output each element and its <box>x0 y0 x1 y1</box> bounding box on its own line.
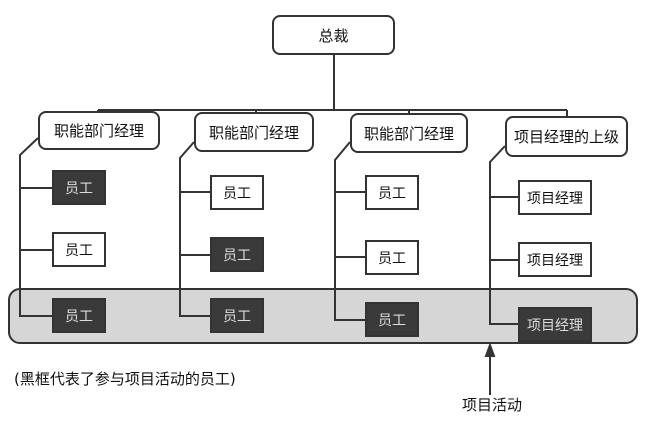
pm-superior-box: 项目经理的上级 <box>505 116 628 157</box>
manager-box: 职能部门经理 <box>38 111 160 150</box>
employee-box-project: 员工 <box>52 170 106 205</box>
legend-caption: (黑框代表了参与项目活动的员工) <box>14 370 236 388</box>
employee-box-project: 员工 <box>365 302 419 337</box>
employee-box-project: 员工 <box>52 298 106 333</box>
employee-box-project: 员工 <box>210 237 264 272</box>
employee-box: 员工 <box>52 232 106 267</box>
project-manager-box: 项目经理 <box>518 242 592 277</box>
ceo-box: 总裁 <box>272 15 395 55</box>
project-activity-label: 项目活动 <box>462 396 523 414</box>
employee-box: 员工 <box>365 240 419 275</box>
employee-box-project: 员工 <box>210 298 264 333</box>
project-manager-box-project: 项目经理 <box>518 307 592 342</box>
manager-box: 职能部门经理 <box>350 113 468 153</box>
employee-box: 员工 <box>210 175 264 210</box>
manager-box: 职能部门经理 <box>194 112 314 152</box>
project-manager-box: 项目经理 <box>518 180 592 215</box>
employee-box: 员工 <box>365 175 419 210</box>
